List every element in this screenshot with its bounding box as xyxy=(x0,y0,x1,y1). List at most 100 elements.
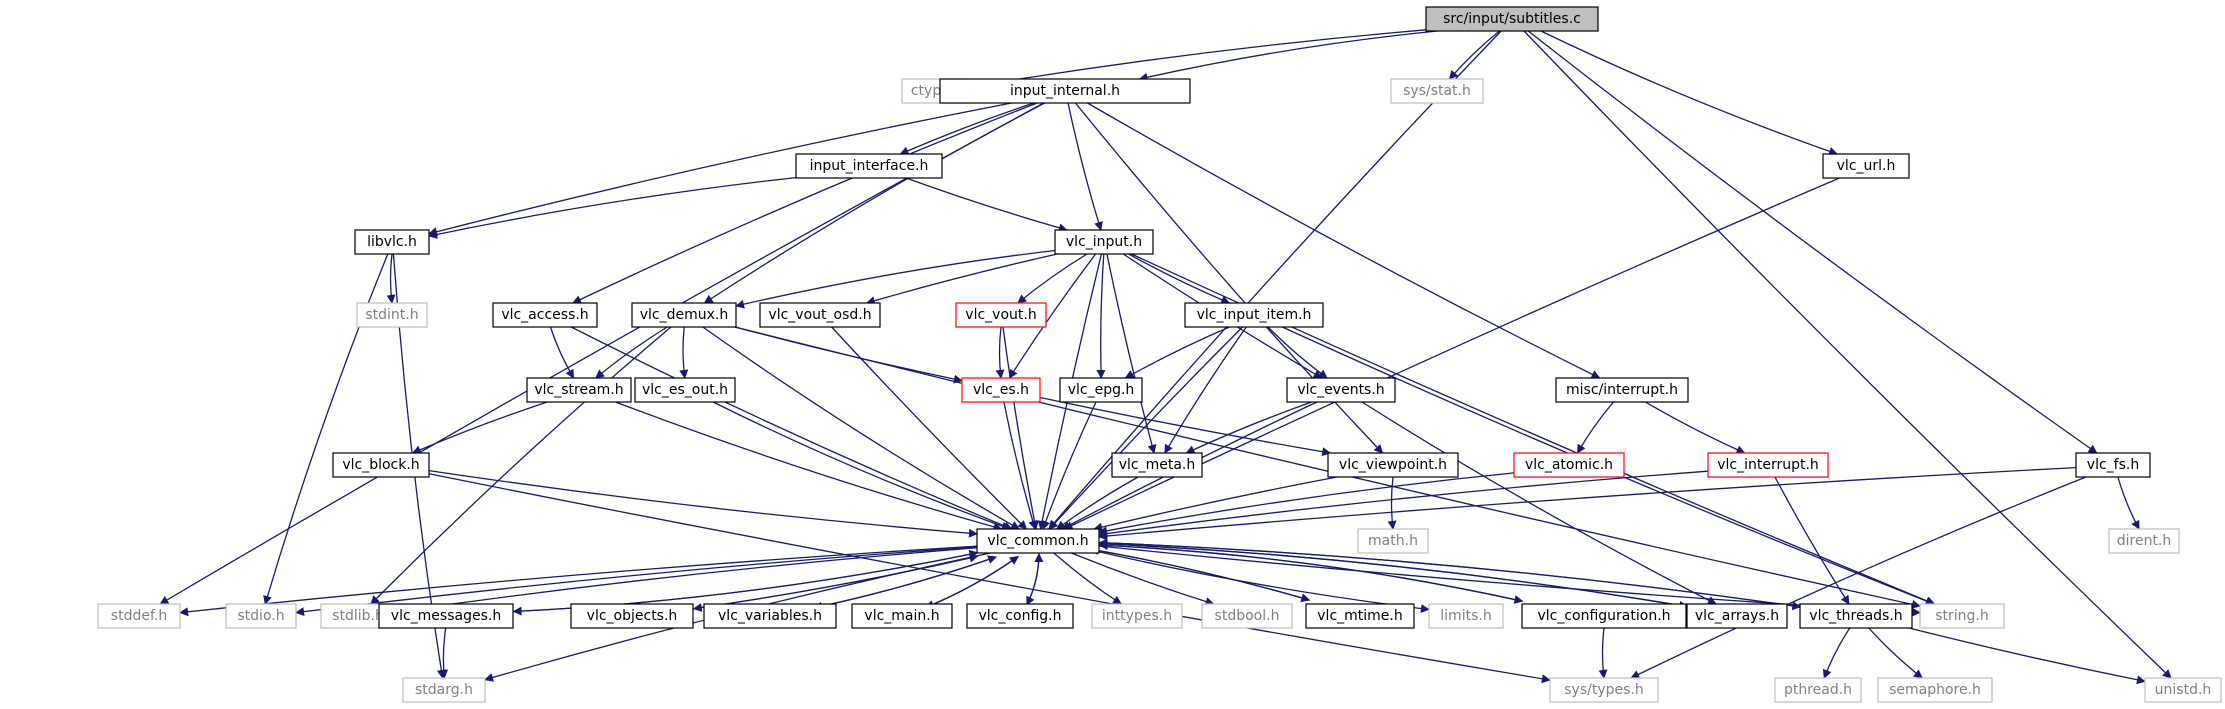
edge-libvlc_h-to-stdio_h xyxy=(263,253,389,605)
node-label: stdio.h xyxy=(237,608,284,624)
node-limits-h: limits.h xyxy=(1428,603,1504,629)
node-box xyxy=(1286,377,1396,403)
node-label: vlc_mtime.h xyxy=(1317,608,1402,624)
node-stdarg-h: stdarg.h xyxy=(402,677,486,703)
node-label: vlc_vout_osd.h xyxy=(768,307,871,323)
node-vlc-url-h[interactable]: vlc_url.h xyxy=(1822,153,1910,179)
node-label: vlc_vout.h xyxy=(965,307,1036,323)
edge-vlc_vout_h-to-vlc_common_h xyxy=(1002,326,1039,530)
edge-input_internal_h-to-libvlc_h xyxy=(428,102,1012,237)
node-vlc-es-h[interactable]: vlc_es.h xyxy=(961,377,1041,403)
node-vlc-interrupt-h[interactable]: vlc_interrupt.h xyxy=(1707,452,1829,478)
node-label: vlc_messages.h xyxy=(391,608,501,624)
node-dirent-h: dirent.h xyxy=(2108,528,2180,554)
node-label: vlc_stream.h xyxy=(534,382,623,398)
node-vlc-meta-h[interactable]: vlc_meta.h xyxy=(1111,452,1203,478)
node-vlc-block-h[interactable]: vlc_block.h xyxy=(332,452,430,478)
node-box xyxy=(526,377,632,403)
edge-vlc_interrupt_h-to-vlc_threads_h xyxy=(1774,476,1850,605)
node-label: input_internal.h xyxy=(1010,83,1120,99)
edge-vlc_access_h-to-vlc_stream_h xyxy=(549,326,575,379)
node-unistd-h: unistd.h xyxy=(2144,677,2222,703)
node-vlc-messages-h[interactable]: vlc_messages.h xyxy=(378,603,514,629)
node-vlc-es-out-h[interactable]: vlc_es_out.h xyxy=(634,377,736,403)
node-vlc-epg-h[interactable]: vlc_epg.h xyxy=(1059,377,1143,403)
edge-vlc_objects_h-to-vlc_common_h xyxy=(693,553,979,610)
edge-vlc_epg_h-to-vlc_common_h xyxy=(1041,401,1097,530)
node-label: src/input/subtitles.c xyxy=(1443,11,1581,27)
node-box xyxy=(1822,153,1910,179)
node-label: vlc_es.h xyxy=(973,382,1029,398)
edge-vlc_common_h-to-vlc_objects_h xyxy=(692,555,978,613)
node-box xyxy=(1059,377,1143,403)
edge-vlc_common_h-to-stdlib_h xyxy=(394,547,978,616)
node-box xyxy=(97,603,181,629)
node-box xyxy=(759,302,881,328)
node-vlc-mtime-h[interactable]: vlc_mtime.h xyxy=(1305,603,1415,629)
edge-input_internal_h-to-vlc_input_h xyxy=(1067,102,1103,231)
node-label: vlc_viewpoint.h xyxy=(1339,457,1447,473)
node-libvlc-h[interactable]: libvlc.h xyxy=(354,229,430,255)
node-vlc-input-item-h[interactable]: vlc_input_item.h xyxy=(1184,302,1324,328)
node-label: stdint.h xyxy=(365,307,418,323)
node-box xyxy=(570,603,694,629)
edge-vlc_input_item_h-to-vlc_meta_h xyxy=(1164,326,1247,454)
node-vlc-viewpoint-h[interactable]: vlc_viewpoint.h xyxy=(1327,452,1459,478)
node-box xyxy=(1091,603,1183,629)
edge-vlc_interrupt_h-to-vlc_common_h xyxy=(1098,470,1709,538)
edge-vlc_es_h-to-vlc_common_h xyxy=(1003,401,1038,530)
edge-vlc_block_h-to-sys_types_h xyxy=(428,473,1551,684)
node-label: vlc_url.h xyxy=(1837,158,1896,174)
node-subtitles-c[interactable]: src/input/subtitles.c xyxy=(1425,6,1599,32)
node-box xyxy=(1111,452,1203,478)
node-box xyxy=(631,302,737,328)
node-label: vlc_atomic.h xyxy=(1525,457,1613,473)
edge-vlc_common_h-to-vlc_variables_h xyxy=(813,556,997,611)
node-vlc-stream-h[interactable]: vlc_stream.h xyxy=(526,377,632,403)
node-label: input_interface.h xyxy=(810,158,929,174)
node-vlc-common-h[interactable]: vlc_common.h xyxy=(976,528,1100,554)
node-input-internal-h[interactable]: input_internal.h xyxy=(939,78,1191,104)
edge-vlc_configuration_h-to-sys_types_h xyxy=(1598,627,1608,679)
node-vlc-demux-h[interactable]: vlc_demux.h xyxy=(631,302,737,328)
node-vlc-input-h[interactable]: vlc_input.h xyxy=(1054,229,1154,255)
node-vlc-configuration-h[interactable]: vlc_configuration.h xyxy=(1521,603,1687,629)
node-vlc-main-h[interactable]: vlc_main.h xyxy=(851,603,953,629)
node-vlc-events-h[interactable]: vlc_events.h xyxy=(1286,377,1396,403)
edge-subtitles_c-to-vlc_fs_h xyxy=(1527,30,2098,454)
node-label: vlc_config.h xyxy=(978,608,1061,624)
node-box xyxy=(851,603,953,629)
node-box xyxy=(2144,677,2222,703)
node-label: vlc_meta.h xyxy=(1119,457,1196,473)
node-vlc-arrays-h[interactable]: vlc_arrays.h xyxy=(1686,603,1788,629)
edge-vlc_config_h-to-vlc_common_h xyxy=(1026,553,1044,606)
node-vlc-config-h[interactable]: vlc_config.h xyxy=(966,603,1074,629)
node-vlc-access-h[interactable]: vlc_access.h xyxy=(492,302,598,328)
node-box xyxy=(1513,452,1625,478)
edge-vlc_input_h-to-vlc_demux_h xyxy=(735,249,1056,309)
node-string-h: string.h xyxy=(1919,603,2005,629)
node-vlc-threads-h[interactable]: vlc_threads.h xyxy=(1799,603,1913,629)
node-label: vlc_fs.h xyxy=(2087,457,2139,473)
edge-vlc_access_h-to-vlc_common_h xyxy=(570,326,1013,531)
node-vlc-fs-h[interactable]: vlc_fs.h xyxy=(2075,452,2151,478)
node-box xyxy=(1919,603,2005,629)
node-vlc-vout-h[interactable]: vlc_vout.h xyxy=(955,302,1047,328)
edge-vlc_fs_h-to-vlc_common_h xyxy=(1098,466,2077,541)
node-vlc-vout-osd-h[interactable]: vlc_vout_osd.h xyxy=(759,302,881,328)
node-vlc-variables-h[interactable]: vlc_variables.h xyxy=(703,603,837,629)
node-vlc-atomic-h[interactable]: vlc_atomic.h xyxy=(1513,452,1625,478)
edge-vlc_viewpoint_h-to-vlc_common_h xyxy=(1093,476,1338,532)
node-box xyxy=(1357,528,1429,554)
node-misc-interrupt-h[interactable]: misc/interrupt.h xyxy=(1555,377,1689,403)
node-label: vlc_input_item.h xyxy=(1197,307,1312,323)
edge-vlc_stream_h-to-vlc_block_h xyxy=(411,401,548,454)
node-label: vlc_demux.h xyxy=(640,307,729,323)
edge-vlc_fs_h-to-sys_types_h xyxy=(1630,476,2087,679)
node-vlc-objects-h[interactable]: vlc_objects.h xyxy=(570,603,694,629)
node-label: limits.h xyxy=(1440,608,1491,624)
node-label: vlc_es_out.h xyxy=(642,382,728,398)
node-box xyxy=(2075,452,2151,478)
node-input-interface-h[interactable]: input_interface.h xyxy=(795,153,943,179)
edge-input_interface_h-to-vlc_input_h xyxy=(905,177,1068,233)
